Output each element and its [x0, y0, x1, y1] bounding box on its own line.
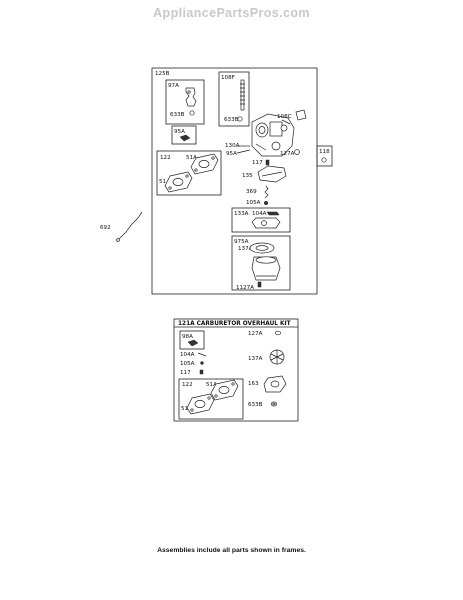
- kit-title: 121A CARBURETOR OVERHAUL KIT: [178, 321, 291, 327]
- kit-subframe-98a: 98A: [179, 330, 205, 350]
- subframe-108f-label: 108F: [221, 75, 235, 81]
- kit-part-163-label: 163: [248, 381, 259, 387]
- subframe-975a-label: 975A: [234, 239, 249, 245]
- subframe-97a: 97A 633B: [165, 79, 205, 125]
- part-137a-label: 137A: [238, 246, 253, 252]
- assembly-125b-frame: 125B: [151, 67, 318, 295]
- kit-subframe-122: 122 51A 51: [178, 378, 244, 420]
- assembly-125b-label: 125B: [155, 71, 170, 77]
- part-105a-label: 105A: [246, 200, 261, 206]
- subframe-108f: 108F 633B: [218, 71, 250, 127]
- seal-part-2: [237, 116, 243, 122]
- kit-part-105a-label: 105A: [180, 361, 195, 367]
- fuel-bowl-part: [251, 256, 281, 281]
- subframe-975a: 975A 137A 1127A: [231, 235, 291, 291]
- link-692: 692: [100, 211, 143, 242]
- part-127a-label: 127A: [280, 151, 295, 157]
- bracket-108c-part: [295, 109, 307, 121]
- part-130a-label: 130A: [225, 143, 240, 149]
- subframe-118: 118: [316, 145, 333, 167]
- subframe-95a-label: 95A: [174, 129, 185, 135]
- part-135-label: 135: [242, 173, 253, 179]
- part-104a-label: 104A: [252, 211, 267, 217]
- part-369-label: 369: [246, 189, 257, 195]
- site-watermark-title: AppliancePartsPros.com: [153, 6, 310, 20]
- part-95a-label: 95A: [226, 151, 237, 157]
- part-117-label: 117: [252, 160, 263, 166]
- footer-note: Assemblies include all parts shown in fr…: [157, 547, 306, 554]
- kit-part-633b-label: 633B: [248, 402, 263, 408]
- kit-part-127a-label: 127A: [248, 331, 263, 337]
- kit-left-parts: 104A 105A 117: [180, 352, 207, 376]
- subframe-133a-label: 133A: [234, 211, 249, 217]
- overhaul-kit-frame: 121A CARBURETOR OVERHAUL KIT: [173, 318, 299, 422]
- subframe-97a-label: 97A: [168, 83, 179, 89]
- subframe-133a: 133A 104A: [231, 207, 291, 233]
- throttle-shaft-part: [240, 79, 245, 111]
- kit-subframe-98a-label: 98A: [182, 334, 193, 340]
- float-area: 117 135 369 105A: [242, 159, 287, 206]
- kit-part-51a-label: 51A: [206, 382, 217, 388]
- part-633b-b-label: 633B: [224, 117, 239, 123]
- choke-shaft-part: [185, 87, 197, 107]
- part-633b-label: 633B: [170, 112, 185, 118]
- screw-part: [179, 134, 191, 142]
- kit-part-117-label: 117: [180, 370, 191, 376]
- subframe-118-label: 118: [319, 149, 330, 155]
- part-108c-label: 108C: [277, 114, 292, 120]
- kit-subframe-122-label: 122: [182, 382, 193, 388]
- seal-part: [189, 110, 195, 116]
- subframe-122: 122 51A 51: [156, 150, 222, 196]
- kit-right-parts: 127A 137A 163 633B: [248, 330, 287, 408]
- part-51a-label: 51A: [186, 155, 197, 161]
- kit-part-104a-label: 104A: [180, 352, 195, 358]
- part-692-label: 692: [100, 225, 111, 231]
- subframe-95a: 95A: [171, 125, 197, 145]
- o-ring-part: [294, 149, 300, 155]
- part-1127a-label: 1127A: [236, 285, 254, 291]
- kit-part-51-label: 51: [181, 406, 189, 412]
- subframe-122-label: 122: [160, 155, 171, 161]
- part-51-label: 51: [159, 179, 167, 185]
- carburetor-body: 108C 130A 95A 127A: [225, 109, 307, 157]
- kit-part-137a-label: 137A: [248, 356, 263, 362]
